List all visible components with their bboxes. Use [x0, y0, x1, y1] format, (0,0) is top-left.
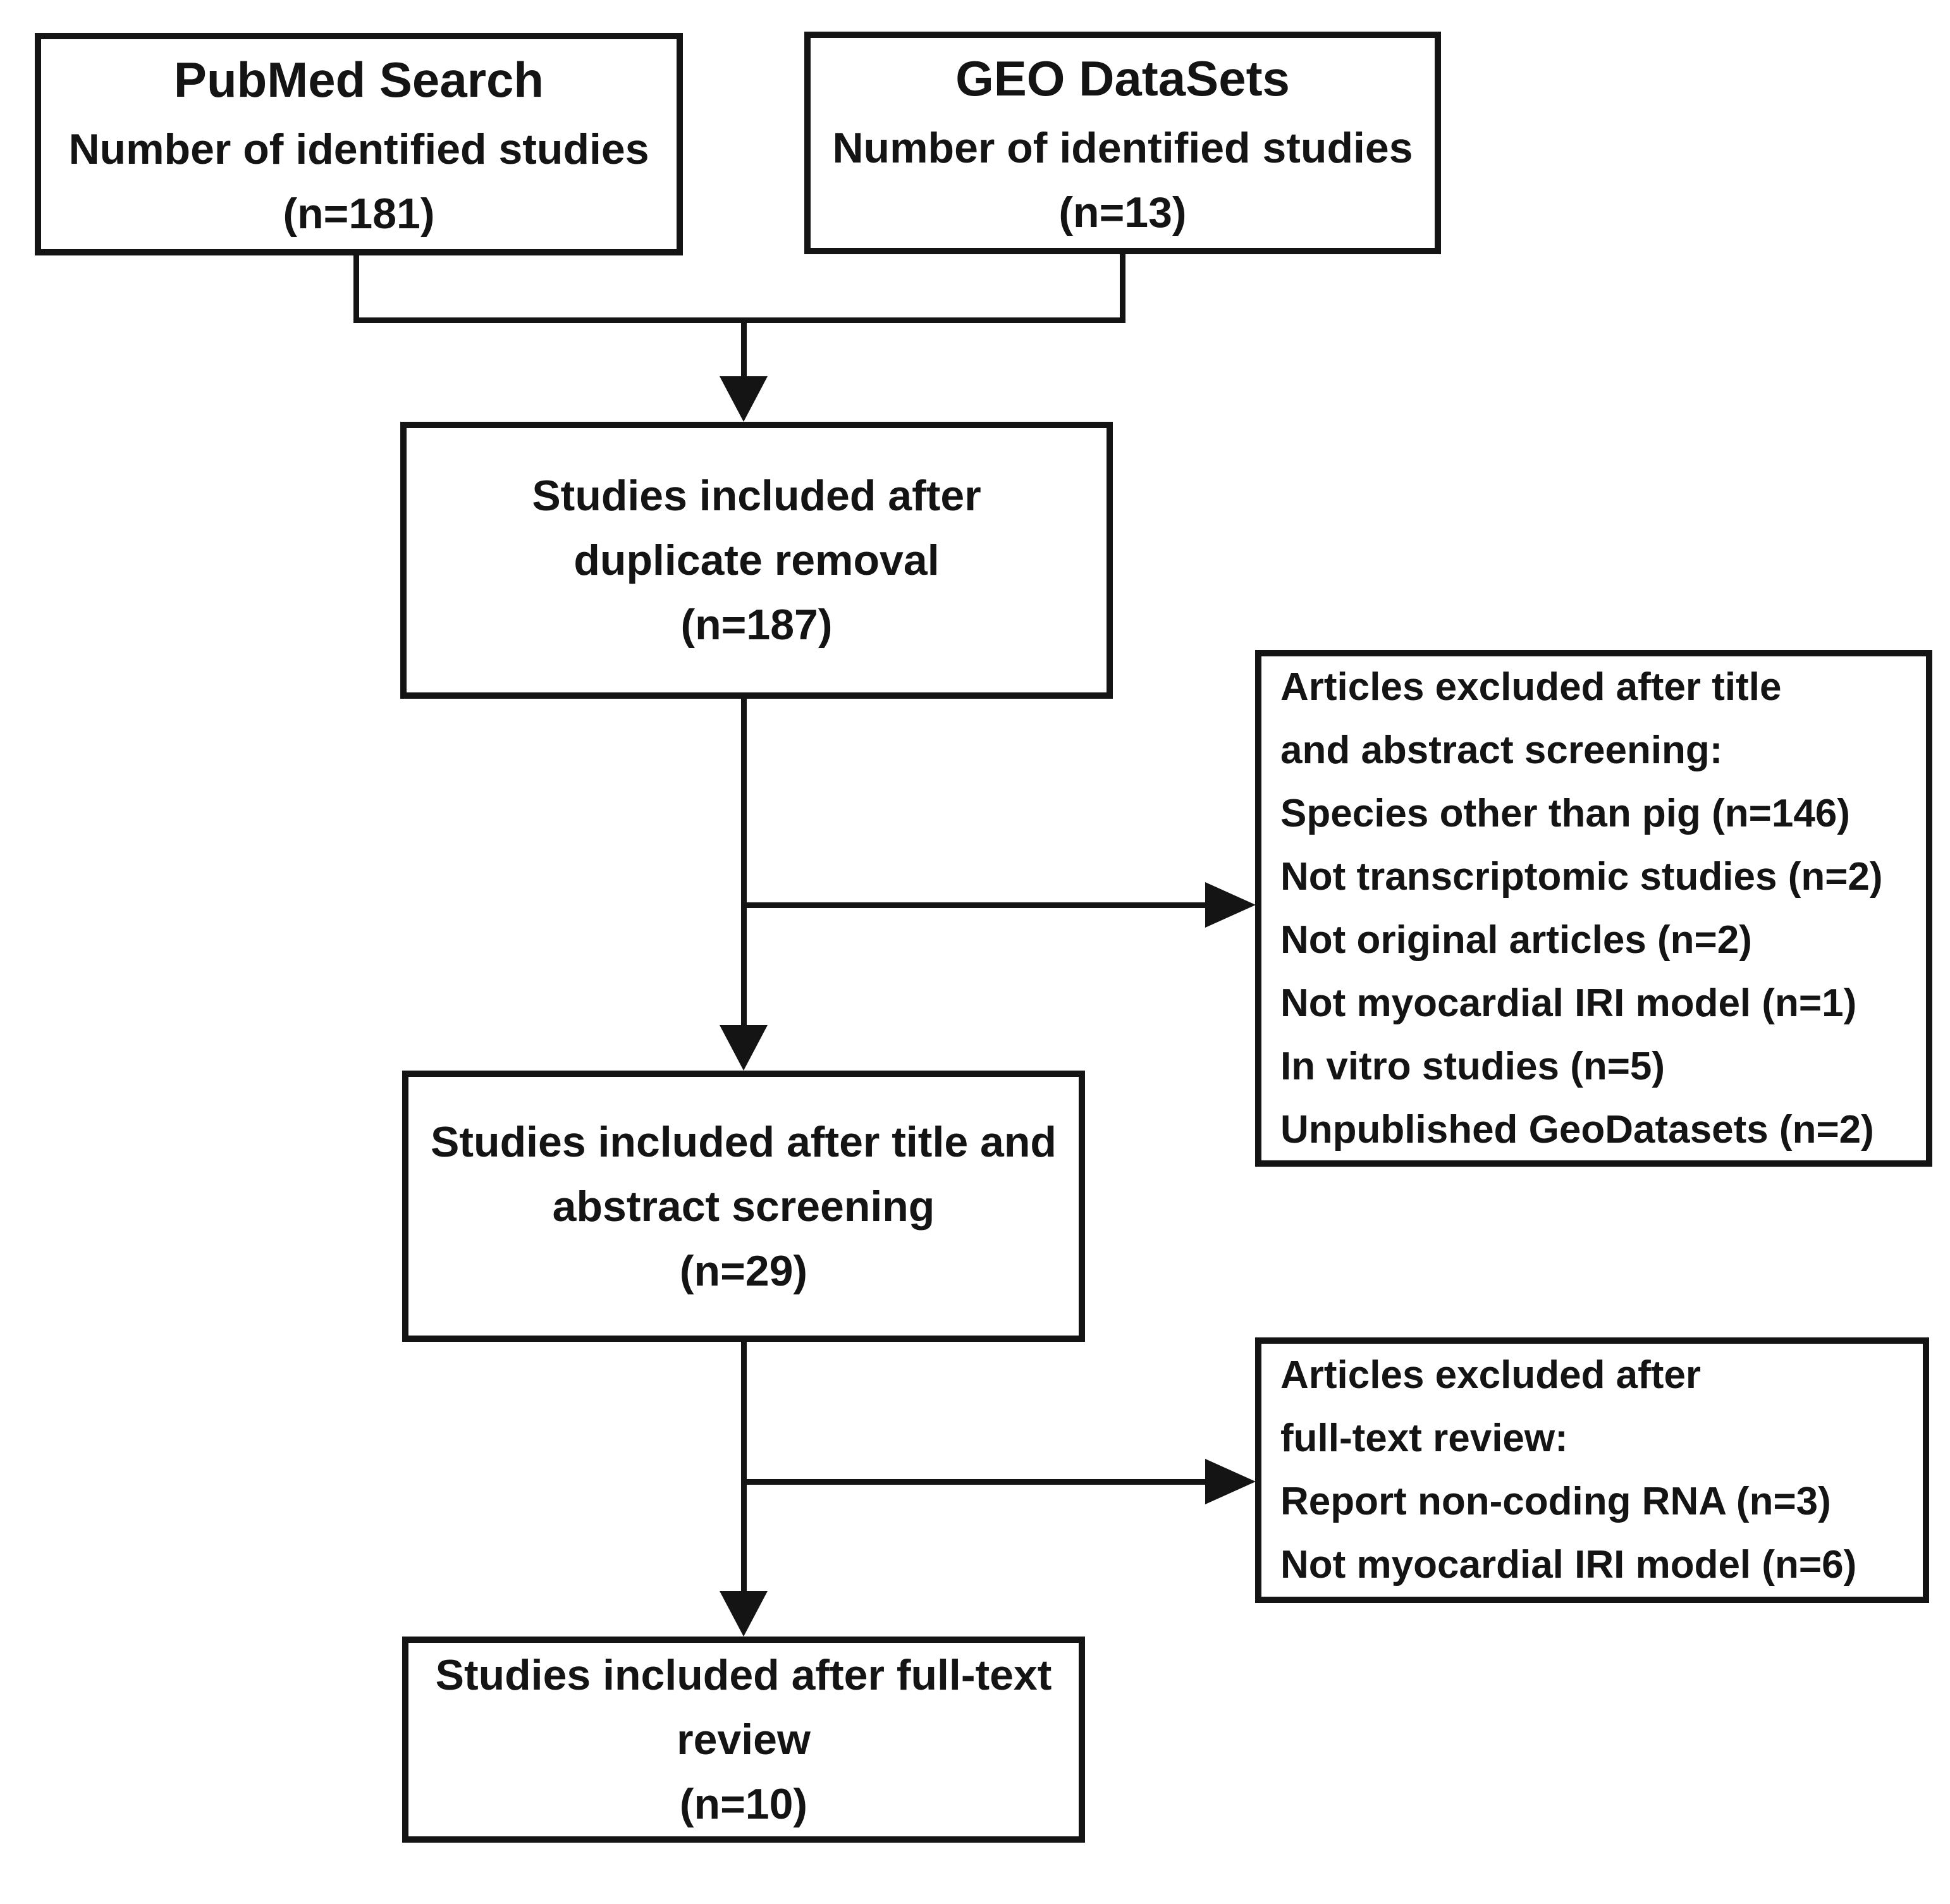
geo-datasets-title: GEO DataSets	[955, 51, 1290, 106]
excl1-reason-species: Species other than pig (n=146)	[1280, 791, 1850, 835]
exclusion2-branch-shaft	[741, 1479, 1209, 1485]
exclusion1-branch-arrowhead-icon	[1205, 882, 1256, 928]
pubmed-search-box: PubMed Search Number of identified studi…	[35, 33, 683, 255]
fulltext-count-line: (n=10)	[679, 1780, 808, 1828]
dedup-line-2: duplicate removal	[573, 536, 940, 584]
merge-down-arrowhead-icon	[720, 376, 768, 422]
screening-count-line: (n=29)	[679, 1246, 808, 1295]
fulltext-line-2: review	[677, 1716, 811, 1764]
pubmed-search-title: PubMed Search	[173, 52, 544, 107]
fulltext-exclusion-box: Articles excluded after full-text review…	[1255, 1337, 1929, 1603]
dedup-count-line: (n=187)	[680, 601, 833, 649]
fulltext-review-box: Studies included after full-text review …	[402, 1637, 1085, 1843]
pubmed-merge-stub	[353, 253, 359, 323]
dedup-to-screening-arrowhead-icon	[720, 1025, 768, 1071]
excl1-reason-not-original: Not original articles (n=2)	[1280, 918, 1752, 962]
title-abstract-screening-box: Studies included after title and abstrac…	[402, 1071, 1085, 1342]
excl1-reason-unpublished: Unpublished GeoDatasets (n=2)	[1280, 1107, 1874, 1152]
excl1-reason-not-iri: Not myocardial IRI model (n=1)	[1280, 981, 1857, 1025]
excl1-header-2: and abstract screening:	[1280, 728, 1723, 772]
screening-line-1: Studies included after title and	[431, 1117, 1057, 1166]
geo-datasets-box: GEO DataSets Number of identified studie…	[804, 32, 1441, 254]
title-abstract-exclusion-box: Articles excluded after title and abstra…	[1255, 650, 1932, 1167]
screening-to-fulltext-arrowhead-icon	[720, 1591, 768, 1637]
excl2-header-2: full-text review:	[1280, 1416, 1568, 1460]
merge-down-arrow-shaft	[741, 317, 747, 384]
geo-count-line: (n=13)	[1058, 188, 1187, 236]
screening-to-fulltext-shaft	[741, 1342, 747, 1595]
exclusion1-branch-shaft	[741, 902, 1209, 908]
geo-merge-stub	[1120, 252, 1125, 323]
excl2-header-1: Articles excluded after	[1280, 1353, 1702, 1397]
exclusion2-branch-arrowhead-icon	[1205, 1459, 1256, 1504]
duplicate-removal-box: Studies included after duplicate removal…	[400, 422, 1113, 699]
pubmed-count-line: (n=181)	[283, 190, 435, 238]
screening-line-2: abstract screening	[552, 1182, 935, 1231]
dedup-to-screening-shaft	[741, 699, 747, 1028]
excl1-header-1: Articles excluded after title	[1280, 665, 1782, 709]
geo-identified-line: Number of identified studies	[832, 124, 1413, 172]
excl2-reason-noncoding: Report non-coding RNA (n=3)	[1280, 1480, 1831, 1523]
excl1-reason-not-transcriptomic: Not transcriptomic studies (n=2)	[1280, 854, 1883, 899]
dedup-line-1: Studies included after	[532, 472, 981, 520]
excl2-reason-not-iri: Not myocardial IRI model (n=6)	[1280, 1543, 1857, 1587]
pubmed-identified-line: Number of identified studies	[68, 125, 649, 173]
excl1-reason-in-vitro: In vitro studies (n=5)	[1280, 1044, 1665, 1088]
fulltext-line-1: Studies included after full-text	[435, 1651, 1052, 1699]
merge-horizontal-line	[353, 317, 1125, 323]
